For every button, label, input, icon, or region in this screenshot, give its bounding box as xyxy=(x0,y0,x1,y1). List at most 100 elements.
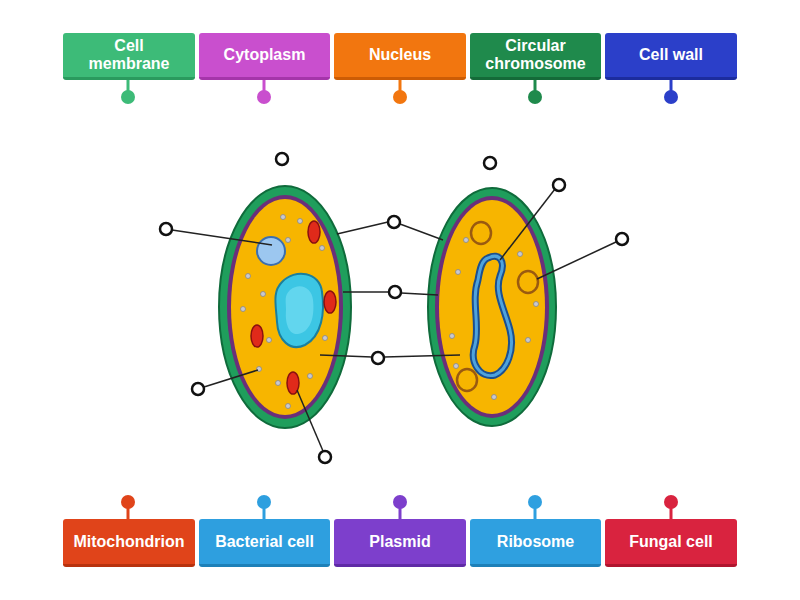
ribosomes xyxy=(241,215,328,409)
drop-target xyxy=(319,451,331,463)
tile-label: Cytoplasm xyxy=(224,46,306,64)
nucleus-highlight xyxy=(286,286,314,334)
ribosome-dot xyxy=(261,292,266,297)
pin-head xyxy=(257,495,271,509)
leader-line xyxy=(500,189,555,260)
leader-line xyxy=(537,242,616,279)
tile-label: Bacterial cell xyxy=(215,533,314,551)
circular-chromosome xyxy=(473,256,511,375)
tile-label: Ribosome xyxy=(497,533,574,551)
cell-membrane xyxy=(435,196,549,418)
label-tile: Fungal cell xyxy=(605,519,737,567)
cytoplasm xyxy=(439,200,545,414)
drop-target xyxy=(553,179,565,191)
tile-text-wrap: Bacterial cell xyxy=(215,533,314,551)
ribosome-dot xyxy=(241,307,246,312)
tile-label: Cell membrane xyxy=(79,37,179,73)
ribosome-dot xyxy=(450,334,455,339)
tile-text-wrap: Nucleus xyxy=(369,46,431,64)
drop-target xyxy=(389,286,401,298)
leader-line xyxy=(337,222,388,234)
label-tile: Circular chromosome xyxy=(470,33,601,80)
tile-label: Plasmid xyxy=(369,533,430,551)
ribosome-dot xyxy=(454,364,459,369)
tile-text-wrap: Plasmid xyxy=(369,533,430,551)
cell-membrane xyxy=(227,195,343,419)
ribosome-dot xyxy=(298,219,303,224)
leader-line xyxy=(320,355,372,357)
leader-line xyxy=(401,293,438,295)
cytoplasm xyxy=(231,199,339,415)
circular-chromosome-outline xyxy=(473,256,511,375)
cell-wall xyxy=(428,188,556,426)
pin-head xyxy=(528,90,542,104)
drop-target xyxy=(372,352,384,364)
pin-head xyxy=(393,90,407,104)
ribosome-dot xyxy=(526,338,531,343)
mitochondria xyxy=(251,221,336,394)
pin-head xyxy=(121,495,135,509)
label-tile: Plasmid xyxy=(334,519,466,567)
ribosome-dot xyxy=(518,252,523,257)
tile-label: Nucleus xyxy=(369,46,431,64)
pin-head xyxy=(664,495,678,509)
tile-label: Circular chromosome xyxy=(480,37,591,73)
ribosome-dot xyxy=(286,238,291,243)
tile-text-wrap: Mitochondrion xyxy=(73,533,184,551)
ribosome-dot xyxy=(534,302,539,307)
tile-label: Mitochondrion xyxy=(73,533,184,551)
ribosome-dot xyxy=(320,246,325,251)
leader-line xyxy=(204,370,258,387)
tile-label: Fungal cell xyxy=(629,533,713,551)
ribosome-dot xyxy=(286,404,291,409)
leader-line xyxy=(297,390,323,451)
label-tile: Cell membrane xyxy=(63,33,195,80)
tile-text-wrap: Cell wall xyxy=(639,46,703,64)
tile-text-wrap: Circular chromosome xyxy=(480,37,591,73)
label-tile: Cytoplasm xyxy=(199,33,330,80)
tile-label: Cell wall xyxy=(639,46,703,64)
label-tile: Bacterial cell xyxy=(199,519,330,567)
pin-head xyxy=(121,90,135,104)
leader-line xyxy=(400,224,443,240)
ribosome-dot xyxy=(464,238,469,243)
fungal-cell-drawing xyxy=(219,186,351,428)
tile-text-wrap: Cell membrane xyxy=(79,37,179,73)
plasmid-ring xyxy=(471,222,491,244)
ribosome-dot xyxy=(276,381,281,386)
tile-text-wrap: Fungal cell xyxy=(629,533,713,551)
label-tile: Mitochondrion xyxy=(63,519,195,567)
drop-target xyxy=(276,153,288,165)
label-tile: Ribosome xyxy=(470,519,601,567)
pin-head xyxy=(257,90,271,104)
pin-head xyxy=(664,90,678,104)
tile-pins xyxy=(121,80,678,519)
ribosome-dot xyxy=(246,274,251,279)
drop-target xyxy=(616,233,628,245)
pin-head xyxy=(393,495,407,509)
plasmid-ring xyxy=(518,271,538,293)
drop-target xyxy=(160,223,172,235)
ribosome-dot xyxy=(267,338,272,343)
drop-target xyxy=(192,383,204,395)
cell-wall xyxy=(219,186,351,428)
ribosome-dot xyxy=(456,270,461,275)
leader-line xyxy=(384,355,460,357)
label-tile: Nucleus xyxy=(334,33,466,80)
tile-text-wrap: Ribosome xyxy=(497,533,574,551)
nucleus-shape xyxy=(275,274,323,347)
leader-line xyxy=(343,291,389,293)
mitochondrion-shape xyxy=(324,291,336,313)
label-tile: Cell wall xyxy=(605,33,737,80)
ribosome-dot xyxy=(308,374,313,379)
tile-text-wrap: Cytoplasm xyxy=(224,46,306,64)
mitochondrion-shape xyxy=(308,221,320,243)
drop-targets xyxy=(160,153,628,463)
plasmid-ring xyxy=(457,369,477,391)
ribosome-dot xyxy=(323,336,328,341)
bacterial-cell-drawing xyxy=(428,188,556,426)
ribosome-dot xyxy=(281,215,286,220)
vacuole xyxy=(257,237,285,265)
